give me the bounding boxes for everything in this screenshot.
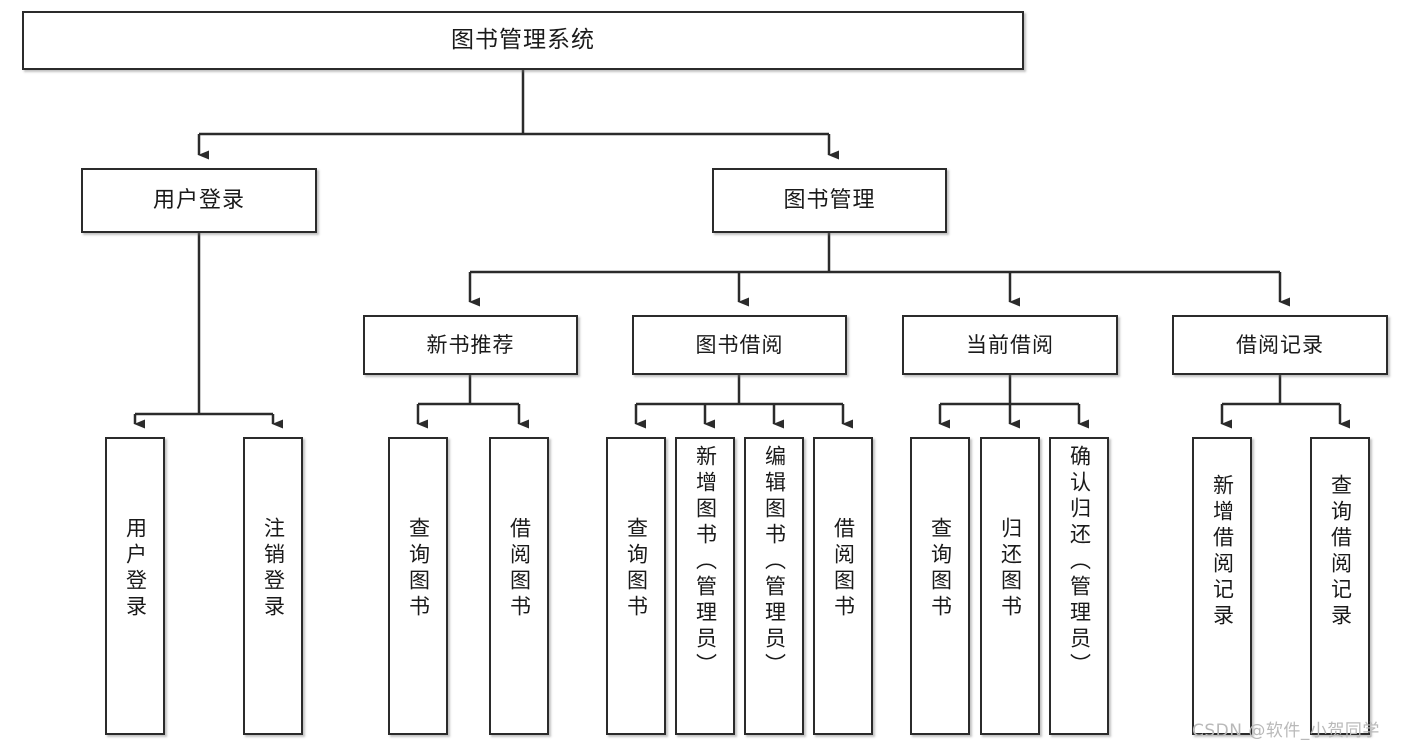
node-new-book-recommend[interactable]: 新书推荐 bbox=[363, 315, 578, 375]
leaf-add-borrow-record[interactable]: 新增借阅记录 bbox=[1192, 437, 1252, 735]
node-label: 查询图书 bbox=[624, 517, 649, 621]
node-label: 注销登录 bbox=[261, 517, 286, 621]
node-root-library-system[interactable]: 图书管理系统 bbox=[22, 11, 1024, 70]
leaf-borrow-book-recommend[interactable]: 借阅图书 bbox=[489, 437, 549, 735]
csdn-watermark: CSDN @软件_小贺同学 bbox=[1192, 721, 1380, 741]
node-label: 归还图书 bbox=[998, 517, 1023, 621]
leaf-query-book-recommend[interactable]: 查询图书 bbox=[388, 437, 448, 735]
node-user-login[interactable]: 用户登录 bbox=[81, 168, 317, 233]
leaf-logout[interactable]: 注销登录 bbox=[243, 437, 303, 735]
leaf-add-book-admin[interactable]: 新增图书（管理员） bbox=[675, 437, 735, 735]
node-label: 新增图书（管理员） bbox=[693, 445, 718, 679]
leaf-borrow-book[interactable]: 借阅图书 bbox=[813, 437, 873, 735]
leaf-edit-book-admin[interactable]: 编辑图书（管理员） bbox=[744, 437, 804, 735]
node-label: 编辑图书（管理员） bbox=[762, 445, 787, 679]
node-label: 新书推荐 bbox=[426, 332, 515, 357]
node-book-management[interactable]: 图书管理 bbox=[712, 168, 947, 233]
node-label: 借阅图书 bbox=[507, 517, 532, 621]
leaf-query-book-borrow[interactable]: 查询图书 bbox=[606, 437, 666, 735]
leaf-query-borrow-record[interactable]: 查询借阅记录 bbox=[1310, 437, 1370, 735]
node-label: 借阅记录 bbox=[1236, 332, 1324, 357]
node-book-borrow[interactable]: 图书借阅 bbox=[632, 315, 847, 375]
leaf-query-book-current[interactable]: 查询图书 bbox=[910, 437, 970, 735]
node-label: 图书管理系统 bbox=[451, 26, 595, 53]
node-label: 图书管理 bbox=[783, 187, 876, 213]
leaf-return-book[interactable]: 归还图书 bbox=[980, 437, 1040, 735]
leaf-confirm-return-admin[interactable]: 确认归还（管理员） bbox=[1049, 437, 1109, 735]
node-label: 查询借阅记录 bbox=[1328, 474, 1353, 630]
node-label: 借阅图书 bbox=[831, 517, 856, 621]
node-label: 查询图书 bbox=[928, 517, 953, 621]
node-borrow-record[interactable]: 借阅记录 bbox=[1172, 315, 1388, 375]
leaf-user-login[interactable]: 用户登录 bbox=[105, 437, 165, 735]
node-label: 当前借阅 bbox=[966, 332, 1054, 357]
node-label: 新增借阅记录 bbox=[1210, 474, 1235, 630]
node-label: 确认归还（管理员） bbox=[1067, 445, 1092, 679]
node-label: 图书借阅 bbox=[695, 332, 784, 357]
node-label: 用户登录 bbox=[152, 187, 245, 213]
node-label: 查询图书 bbox=[406, 517, 431, 621]
node-label: 用户登录 bbox=[123, 517, 148, 621]
node-current-borrow[interactable]: 当前借阅 bbox=[902, 315, 1118, 375]
